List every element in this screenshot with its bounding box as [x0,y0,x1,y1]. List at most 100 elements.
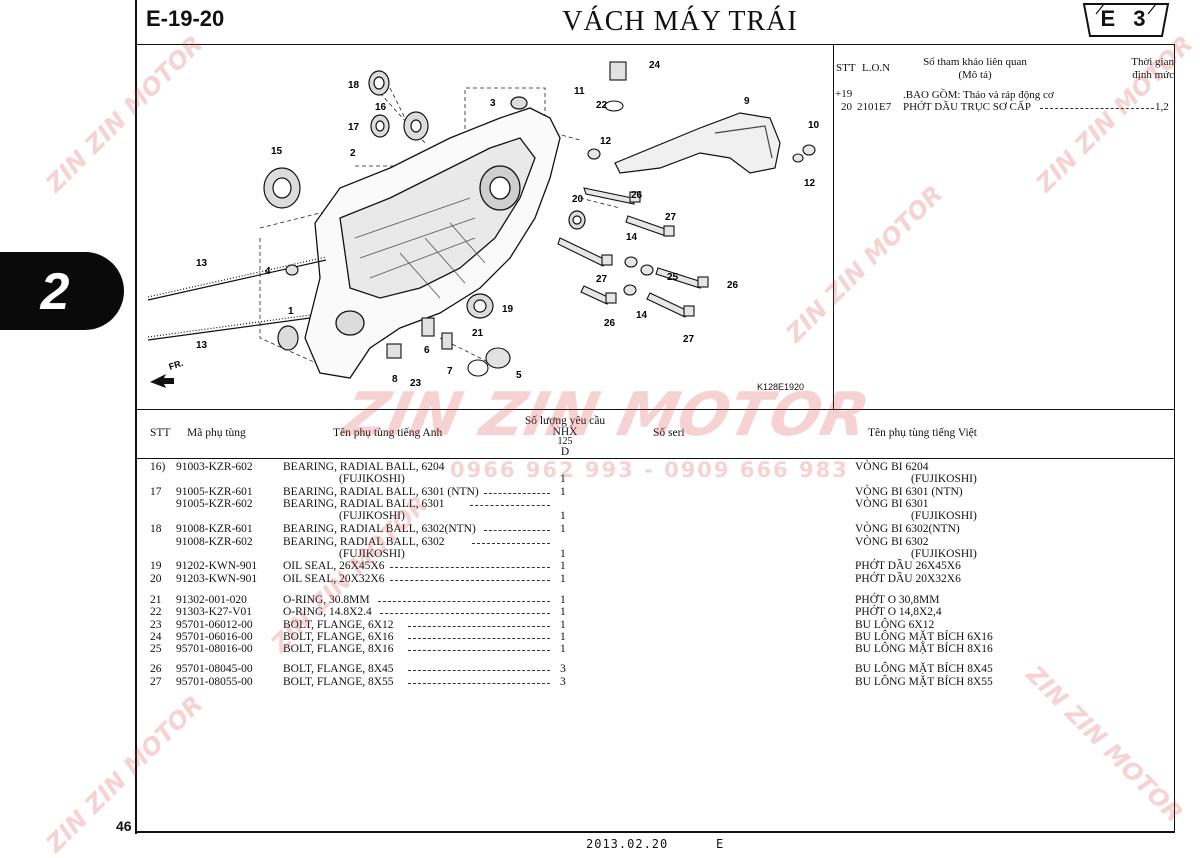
row-name-en: BEARING, RADIAL BALL, 6301 (NTN) [283,486,479,498]
chapter-tab [0,252,124,330]
row-name-en: OIL SEAL, 20X32X6 [283,573,385,585]
row-part-number: 91303-K27-V01 [176,606,253,618]
callout-10: 10 [808,120,820,131]
row-name-en: BOLT, FLANGE, 8X45 [283,663,394,675]
section-badge: E 3 [1100,6,1152,31]
th-qty-model: NHX [552,426,578,438]
leader-line [390,580,550,581]
callout-21: 21 [472,328,484,339]
callout-7: 7 [447,366,453,377]
drawing-code: K128E1920 [757,382,805,392]
callout-8: 8 [392,374,398,385]
row-quantity: 3 [560,663,566,675]
th-qty: Số lượng yêu cầu [524,415,606,427]
th-name-vi: Tên phụ tùng tiếng Việt [868,427,977,439]
row-part-number: 91302-001-020 [176,594,247,606]
row-quantity: 1 [560,523,566,535]
row-name-en: (FUJIKOSHI) [339,473,405,485]
callout-14a: 14 [626,232,638,243]
footer-date: 2013.02.20 [586,837,669,851]
row-name-en: BOLT, FLANGE, 8X16 [283,643,394,655]
row-name-vi: BU LÔNG MẶT BÍCH 8X55 [855,676,993,688]
row-part-number: 91008-KZR-601 [176,523,253,535]
small-parts [285,61,627,377]
leader-line [408,650,550,651]
table-row: (FUJIKOSHI)1(FUJIKOSHI) [0,548,1200,560]
row-name-vi: BU LÔNG MẶT BÍCH 6X16 [855,631,993,643]
callout-labels: 1 2 3 4 5 6 7 8 9 10 11 12 12 13 13 14 1… [196,60,820,389]
callout-26c: 26 [604,318,616,329]
row-stt: 25 [150,643,162,655]
leader-line [472,543,550,544]
row-quantity: 1 [560,510,566,522]
row-stt: 19 [150,560,162,572]
callout-13a: 13 [196,258,208,269]
callout-23: 23 [410,378,422,389]
section-badge-frame [1082,3,1170,37]
callout-22: 22 [596,100,608,111]
row-quantity: 1 [560,643,566,655]
th-qty-cc: 125 [557,436,573,447]
row-stt: 20 [150,573,162,585]
watermark-phone: 0966 962 993 - 0909 666 983 [450,458,849,482]
callout-24: 24 [649,60,661,71]
front-direction-label: FR. [168,358,185,372]
leader-line [484,530,550,531]
callout-13b: 13 [196,340,208,351]
row-quantity: 1 [560,594,566,606]
callout-1: 1 [288,306,294,317]
row-quantity: 1 [560,631,566,643]
left-border-line [135,0,137,834]
row-part-number: 91008-KZR-602 [176,536,253,548]
crankcase-body [304,107,561,379]
row-stt: 22 [150,606,162,618]
row-name-en: BOLT, FLANGE, 8X55 [283,676,394,688]
callout-12a: 12 [600,136,612,147]
row-stt: 23 [150,619,162,631]
long-studs [147,256,327,341]
callout-20: 20 [572,194,584,205]
bottom-border-line [135,831,1175,833]
row-stt: 21 [150,594,162,606]
diagram-notes-separator [833,44,834,410]
callout-6: 6 [424,345,430,356]
callout-16: 16 [375,102,387,113]
th-name-en: Tên phụ tùng tiếng Anh [333,427,443,439]
row-part-number: 95701-08045-00 [176,663,253,675]
notes-row-stt: +19 [835,88,853,100]
row-name-en: BOLT, FLANGE, 6X16 [283,631,394,643]
row-quantity: 1 [560,573,566,585]
row-name-vi: VÒNG BI 6301 [855,498,929,510]
leader-line [390,567,550,568]
row-part-number: 91005-KZR-602 [176,498,253,510]
callout-11: 11 [574,86,585,97]
leader-line [408,638,550,639]
callout-26a: 26 [631,190,643,201]
row-part-number: 95701-06012-00 [176,619,253,631]
exploded-parts-diagram: FR. 1 2 3 4 5 6 7 8 9 10 11 12 12 13 13 … [147,60,820,389]
row-quantity: 3 [560,676,566,688]
row-name-en: O-RING, 30.8MM [283,594,370,606]
row-name-en: BEARING, RADIAL BALL, 6204 [283,461,445,473]
row-stt: 16) [150,461,166,473]
leader-line [408,670,550,671]
row-quantity: 1 [560,619,566,631]
row-stt: 24 [150,631,162,643]
row-name-vi: (FUJIKOSHI) [911,548,977,560]
row-stt: 17 [150,486,162,498]
callout-25: 25 [667,272,679,283]
row-name-vi: (FUJIKOSHI) [911,510,977,522]
th-part-no: Mã phụ tùng [187,427,246,439]
callout-12b: 12 [804,178,816,189]
watermark-brand: ZIN ZIN MOTOR [337,380,876,450]
row-name-vi: VÒNG BI 6302(NTN) [855,523,960,535]
leader-line [470,505,550,506]
